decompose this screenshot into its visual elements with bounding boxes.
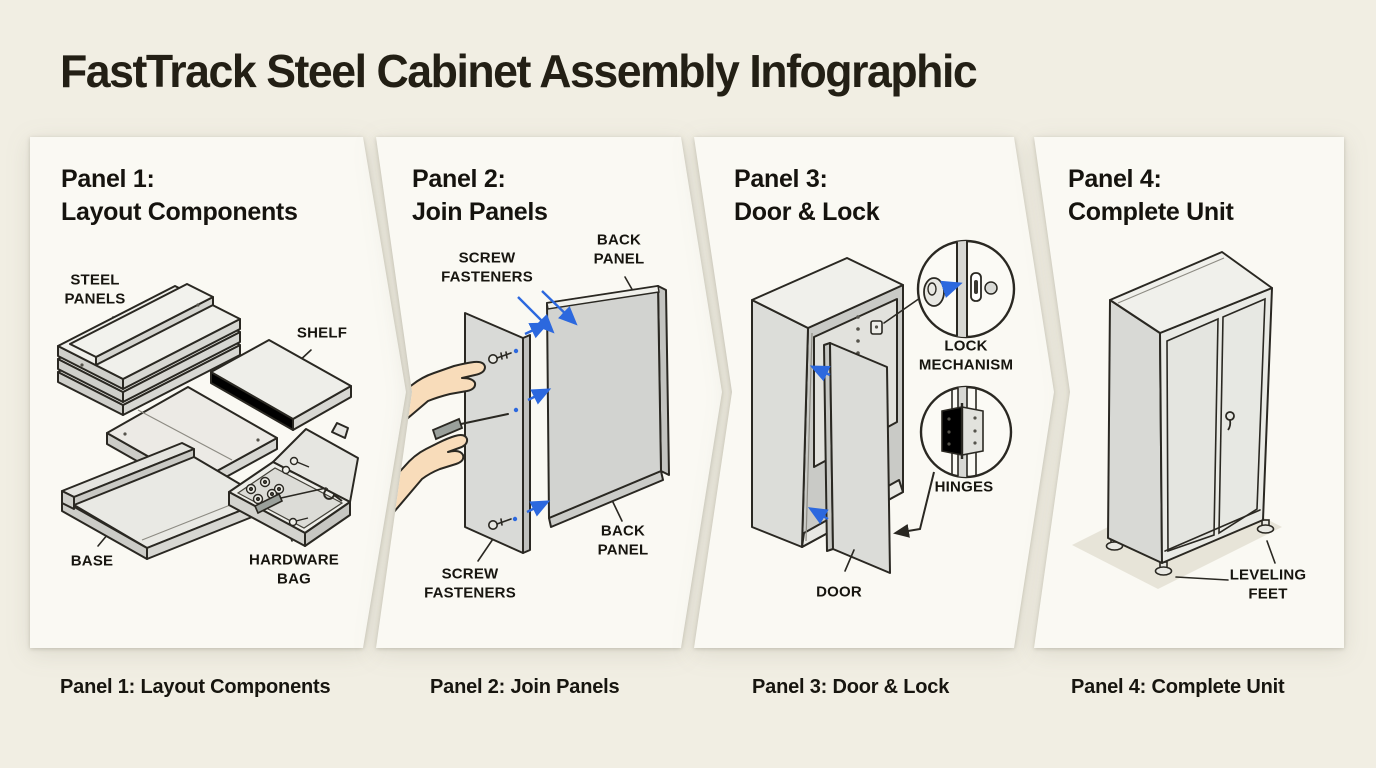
label-screw-fasteners-top: SCREW FASTENERS [441, 249, 533, 285]
hand-holding-screwdriver [376, 413, 509, 520]
label-back-panel-bottom: BACK PANEL [597, 522, 649, 558]
label-leveling-feet: LEVELING FEET [1229, 566, 1307, 602]
back-panel [546, 285, 670, 528]
panel-card-2-surface: Panel 2: Join Panels [376, 137, 722, 648]
label-hinges: HINGES [934, 478, 994, 496]
panel-4-illustration [1072, 251, 1282, 589]
panel-2-illustration [376, 276, 670, 562]
label-door: DOOR [816, 583, 862, 601]
panel-3-illustration [751, 239, 1016, 574]
panel-1-heading: Panel 1: Layout Components [61, 165, 298, 226]
door-panel [823, 342, 891, 574]
label-base: BASE [70, 552, 114, 570]
caption-panel-2: Panel 2: Join Panels [430, 676, 620, 698]
panel-2-heading: Panel 2: Join Panels [412, 165, 548, 226]
hinge-callout [919, 385, 1013, 479]
panel-1-illustration [57, 283, 359, 560]
caption-panel-1: Panel 1: Layout Components [60, 676, 331, 698]
side-panel [464, 312, 531, 554]
caption-panel-4: Panel 4: Complete Unit [1071, 676, 1285, 698]
panel-card-2: Panel 2: Join Panels [376, 137, 722, 648]
hardware-contents [245, 456, 310, 527]
label-steel-panels: STEEL PANELS [64, 271, 126, 307]
complete-cabinet [1107, 251, 1273, 564]
hardware-box [228, 422, 359, 547]
lock-callout [916, 239, 1016, 339]
label-hardware-bag: HARDWARE BAG [249, 551, 339, 587]
panel-card-4-surface: Panel 4: Complete Unit [1034, 137, 1344, 648]
panel-4-heading: Panel 4: Complete Unit [1068, 165, 1234, 226]
panel-card-3: Panel 3: Door & Lock [694, 137, 1054, 648]
panel-card-1: Panel 1: Layout Components [30, 137, 406, 648]
door-direction-arrows [807, 365, 831, 525]
label-shelf: SHELF [296, 324, 348, 342]
label-lock-mechanism: LOCK MECHANISM [918, 337, 1014, 373]
label-back-panel-top: BACK PANEL [593, 231, 645, 267]
steel-panels-stack [57, 283, 241, 416]
shelf-slab [210, 339, 352, 431]
panel-card-1-surface: Panel 1: Layout Components [30, 137, 406, 648]
keyhole [1225, 411, 1235, 431]
caption-panel-3: Panel 3: Door & Lock [752, 676, 950, 698]
panel-card-4: Panel 4: Complete Unit [1034, 137, 1344, 648]
page-title: FastTrack Steel Cabinet Assembly Infogra… [60, 45, 978, 97]
screw-fastener-glyphs [488, 348, 519, 530]
panel-3-heading: Panel 3: Door & Lock [734, 165, 880, 226]
base-tray [61, 442, 268, 560]
fastener-arrows [517, 290, 578, 517]
hinge-pointer-arrow [893, 471, 935, 538]
panel-card-3-surface: Panel 3: Door & Lock [694, 137, 1054, 648]
label-screw-fasteners-bottom: SCREW FASTENERS [424, 565, 516, 601]
